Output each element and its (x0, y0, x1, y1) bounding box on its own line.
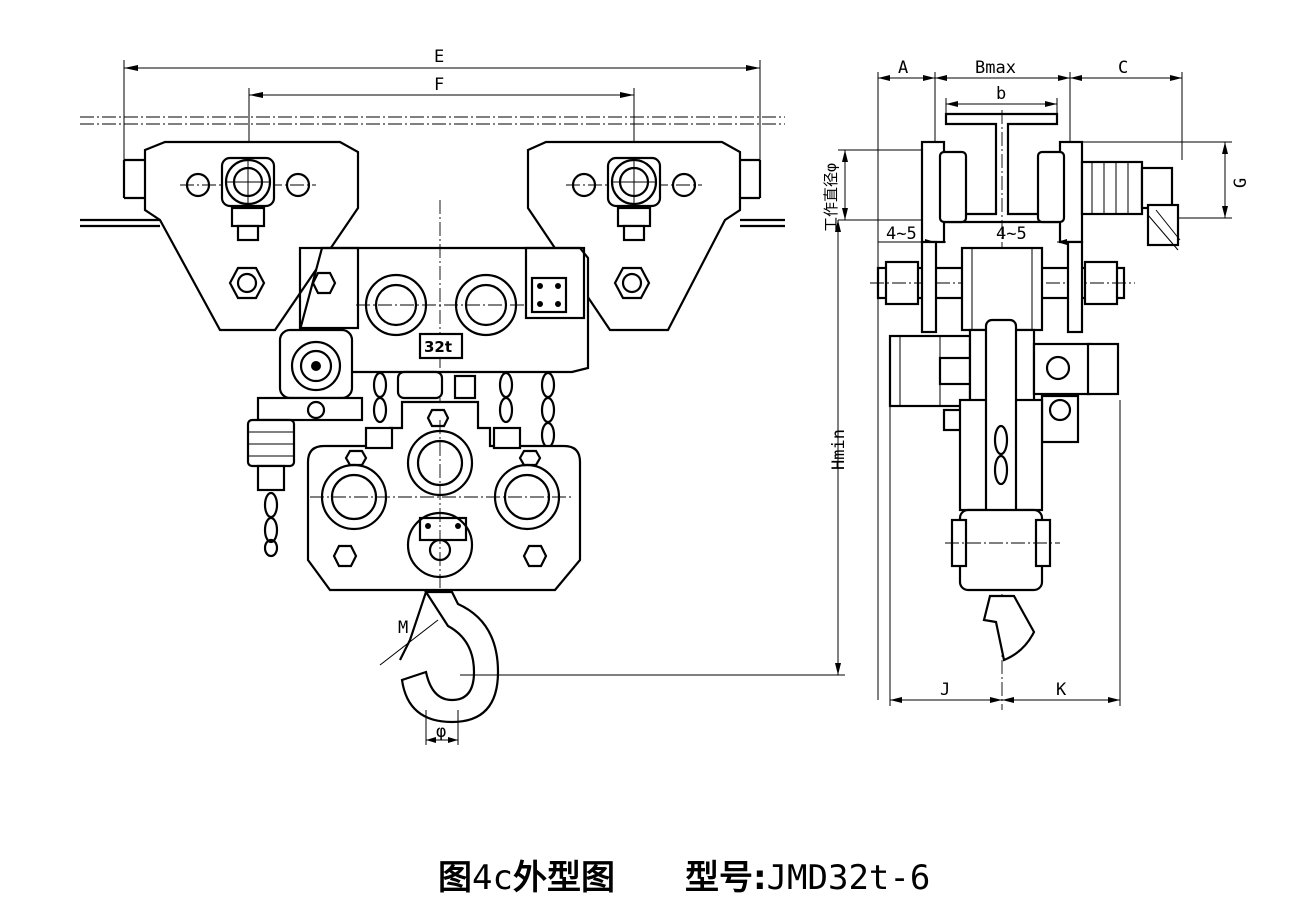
figure-caption: 图4c外型图 型号:JMD32t-6 (438, 850, 1038, 898)
rail-beam (80, 116, 785, 228)
dimension-gaps: 4~5 4~5 (878, 224, 1070, 245)
capacity-badge (418, 332, 464, 360)
capacity-badge-label: 32t (424, 338, 452, 356)
hook-block (306, 400, 582, 592)
gap-left-label: 4~5 (886, 224, 917, 244)
dimension-g: G (1070, 141, 1251, 219)
caption-model-label: 型号: (684, 858, 767, 898)
dimension-j-label: J (940, 680, 950, 700)
load-hook: M φ (379, 590, 845, 745)
dimension-working-diameter: 工作直径φ (822, 149, 935, 232)
central-frame: 32t (298, 200, 590, 420)
caption-figure-title: 外型图 (512, 858, 615, 898)
caption-model-value: JMD32t-6 (766, 858, 931, 898)
dimension-jk: J K (889, 400, 1121, 706)
dimension-bmax-label: Bmax (975, 58, 1016, 78)
dimension-hmin: Hmin (829, 220, 849, 675)
left-trolley-plate (122, 140, 360, 332)
dimension-b-label: b (996, 84, 1006, 104)
dimension-hmin-label: Hmin (829, 429, 849, 470)
dimension-phi-label: φ (436, 722, 446, 742)
dimension-f: F (248, 75, 635, 150)
caption-figure-prefix: 图 (438, 858, 472, 898)
dimension-k-label: K (1056, 680, 1067, 700)
drive-motor (246, 328, 364, 558)
side-frame (870, 240, 1135, 662)
front-view: E F (80, 47, 845, 745)
dimension-f-label: F (434, 75, 444, 95)
dimension-e-label: E (434, 47, 444, 67)
dimension-a-label: A (898, 58, 908, 78)
side-view: A Bmax C b G (822, 58, 1251, 710)
caption-figure-number: 4c (472, 858, 513, 898)
trolley-wheels-side (920, 140, 1181, 251)
dimension-g-label: G (1231, 178, 1251, 188)
dimension-c-label: C (1118, 58, 1128, 78)
gap-right-label: 4~5 (996, 224, 1027, 244)
dimension-abc: A Bmax C (877, 58, 1183, 700)
dimension-working-diameter-label: 工作直径φ (822, 163, 840, 232)
hoist-outline-drawing: E F (80, 47, 1251, 745)
dimension-m-label: M (398, 618, 408, 638)
load-chains (372, 370, 556, 449)
